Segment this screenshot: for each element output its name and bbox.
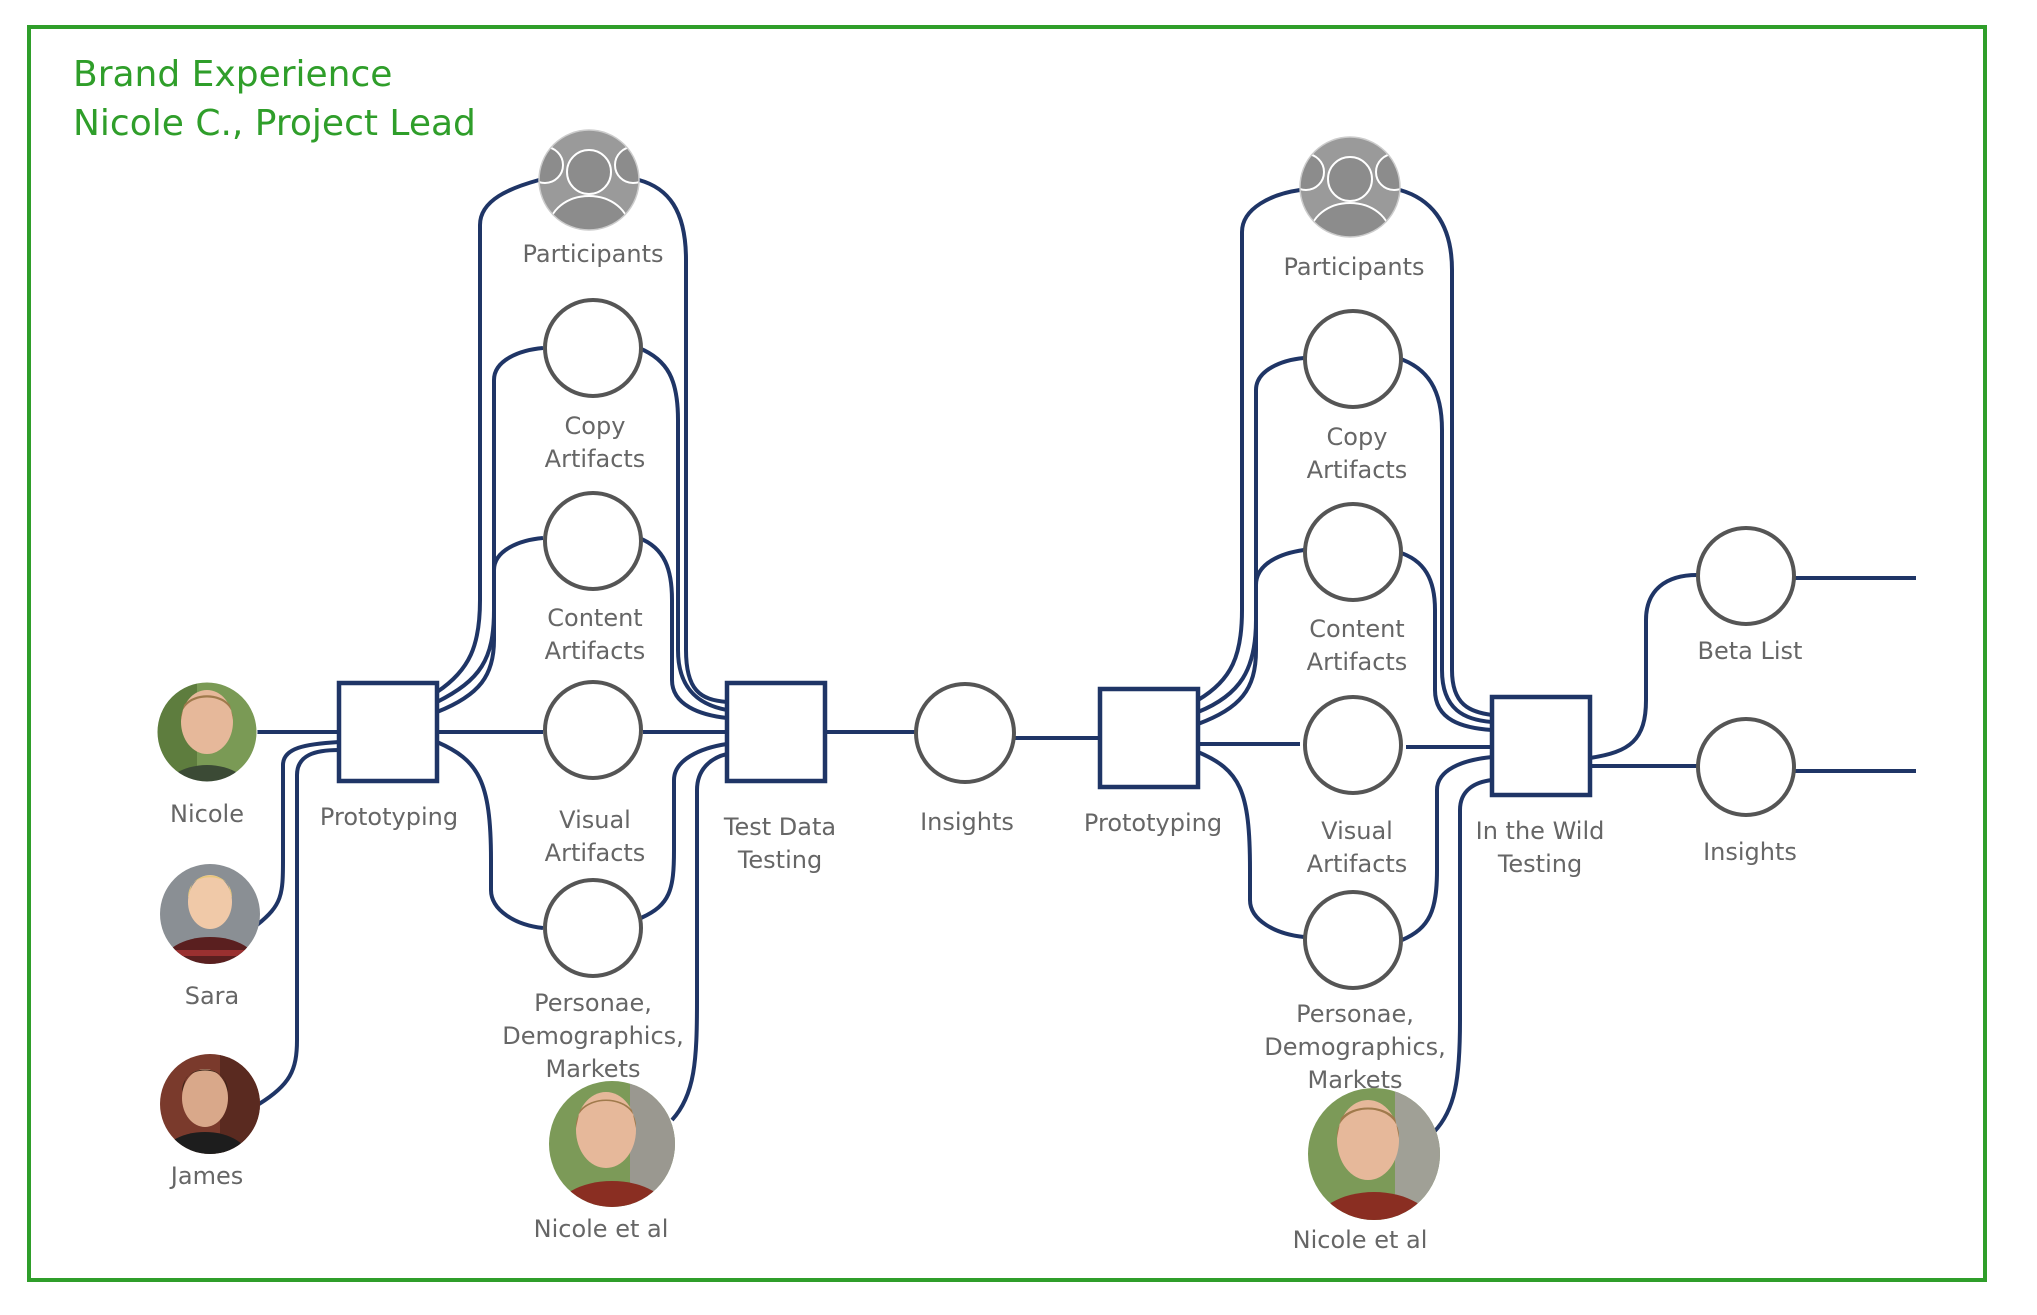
label-personae-1c: Markets xyxy=(545,1055,640,1083)
edge-copy-testing2 xyxy=(1397,356,1493,724)
node-participants-2[interactable] xyxy=(1288,136,1412,267)
node-personae-1[interactable] xyxy=(543,878,643,978)
node-beta-list[interactable] xyxy=(1696,526,1796,626)
label-visual-1a: Visual xyxy=(559,806,631,834)
node-copy-artifacts-2[interactable] xyxy=(1303,309,1403,409)
person-sara xyxy=(160,864,260,964)
label-nicole-et-al-1: Nicole et al xyxy=(534,1215,669,1243)
edge-participants-testing2 xyxy=(1399,188,1493,717)
label-personae-2b: Demographics, xyxy=(1264,1033,1446,1061)
label-participants-1: Participants xyxy=(523,240,664,268)
node-prototyping-2[interactable] xyxy=(1097,686,1201,790)
label-participants-2: Participants xyxy=(1284,253,1425,281)
node-content-artifacts-2[interactable] xyxy=(1303,502,1403,602)
person-nicole-et-al-1 xyxy=(549,1081,675,1207)
label-testing-1a: Test Data xyxy=(723,813,836,841)
edge-copy-testing1 xyxy=(638,346,728,712)
label-content-1b: Artifacts xyxy=(545,637,646,665)
edge-james-prototyping xyxy=(257,748,340,1106)
label-prototyping-2: Prototyping xyxy=(1084,809,1222,837)
label-nicole-et-al-2: Nicole et al xyxy=(1293,1226,1428,1254)
node-in-the-wild-testing[interactable] xyxy=(1489,694,1593,798)
label-nicole: Nicole xyxy=(170,800,244,828)
label-testing-1b: Testing xyxy=(737,846,822,874)
node-prototyping-1[interactable] xyxy=(336,680,440,784)
label-content-1a: Content xyxy=(547,604,642,632)
edge-proto1-content xyxy=(436,536,544,714)
node-personae-2[interactable] xyxy=(1303,890,1403,990)
label-insights-1: Insights xyxy=(920,808,1014,836)
diagram-title: Brand Experience xyxy=(73,54,393,95)
edge-proto1-personae xyxy=(436,740,544,930)
node-visual-artifacts-2[interactable] xyxy=(1303,695,1403,795)
node-visual-artifacts-1[interactable] xyxy=(543,680,643,780)
label-copy-2a: Copy xyxy=(1327,423,1388,451)
edge-content-testing2 xyxy=(1397,550,1493,732)
label-visual-2a: Visual xyxy=(1321,817,1393,845)
edge-personae-testing2 xyxy=(1401,755,1493,942)
edge-proto2-content xyxy=(1197,548,1305,726)
label-personae-2a: Personae, xyxy=(1296,1000,1414,1028)
label-content-2b: Artifacts xyxy=(1307,648,1408,676)
label-personae-1b: Demographics, xyxy=(502,1022,684,1050)
node-insights-1[interactable] xyxy=(914,682,1016,784)
edge-proto2-copy xyxy=(1197,356,1305,714)
label-visual-2b: Artifacts xyxy=(1307,850,1408,878)
edge-personae-testing1 xyxy=(640,742,728,920)
diagram-subtitle: Nicole C., Project Lead xyxy=(73,103,476,144)
label-testing-2a: In the Wild xyxy=(1476,817,1605,845)
label-personae-1a: Personae, xyxy=(534,989,652,1017)
label-james: James xyxy=(169,1162,243,1190)
node-insights-2[interactable] xyxy=(1696,717,1796,817)
edge-proto2-participants xyxy=(1196,188,1301,702)
label-visual-1b: Artifacts xyxy=(545,839,646,867)
edge-proto2-personae xyxy=(1197,750,1305,939)
label-beta-list: Beta List xyxy=(1698,637,1803,665)
edge-proto1-participants xyxy=(435,178,540,694)
edge-neatwo-testing2 xyxy=(1432,778,1493,1134)
label-content-2a: Content xyxy=(1309,615,1404,643)
edges xyxy=(255,178,1916,1134)
node-copy-artifacts-1[interactable] xyxy=(543,298,643,398)
label-copy-2b: Artifacts xyxy=(1307,456,1408,484)
node-test-data-testing[interactable] xyxy=(724,680,828,784)
edge-proto1-copy xyxy=(436,346,544,704)
edge-neaone-testing1 xyxy=(670,752,728,1122)
diagram-frame xyxy=(27,25,1987,1282)
label-testing-2b: Testing xyxy=(1497,850,1582,878)
label-prototyping-1: Prototyping xyxy=(320,803,458,831)
edge-testing2-betalist xyxy=(1589,573,1698,760)
label-copy-1b: Artifacts xyxy=(545,445,646,473)
label-insights-2: Insights xyxy=(1703,838,1797,866)
node-content-artifacts-1[interactable] xyxy=(543,491,643,591)
node-participants-1[interactable] xyxy=(527,129,651,260)
label-copy-1a: Copy xyxy=(565,412,626,440)
edge-sara-prototyping xyxy=(255,740,340,927)
label-sara: Sara xyxy=(185,982,240,1010)
edge-participants-testing1 xyxy=(638,178,728,704)
edge-content-testing1 xyxy=(638,536,728,720)
